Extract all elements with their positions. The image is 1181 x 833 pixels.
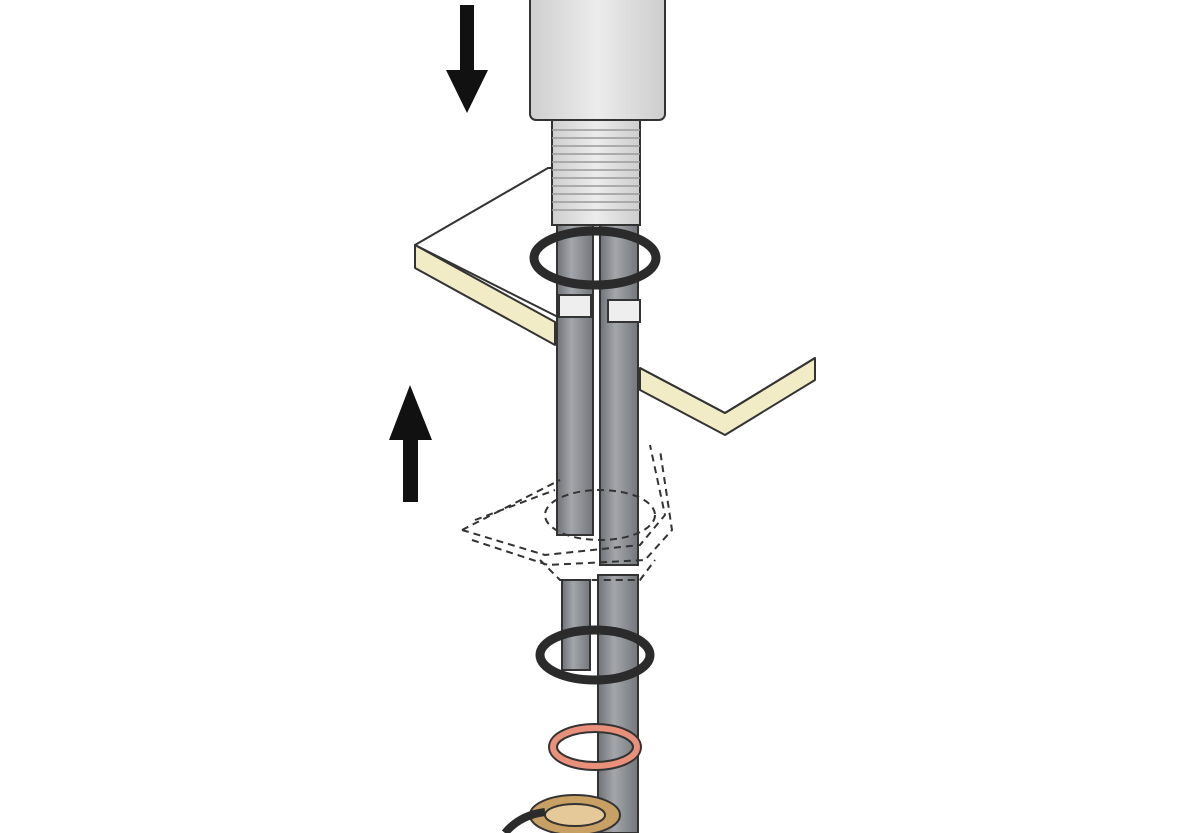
arrow-up-icon	[389, 385, 432, 502]
supply-hoses	[556, 224, 641, 833]
countertop	[414, 167, 816, 436]
mounting-bracket-dashed	[461, 444, 674, 581]
faucet-body	[529, 0, 666, 226]
washer-ring-fill	[550, 725, 640, 769]
arrow-down-icon	[446, 5, 488, 113]
shank-threads	[552, 129, 640, 211]
brass-mounting-nut	[501, 794, 621, 833]
lower-o-ring	[535, 625, 655, 685]
top-o-ring	[529, 226, 661, 290]
